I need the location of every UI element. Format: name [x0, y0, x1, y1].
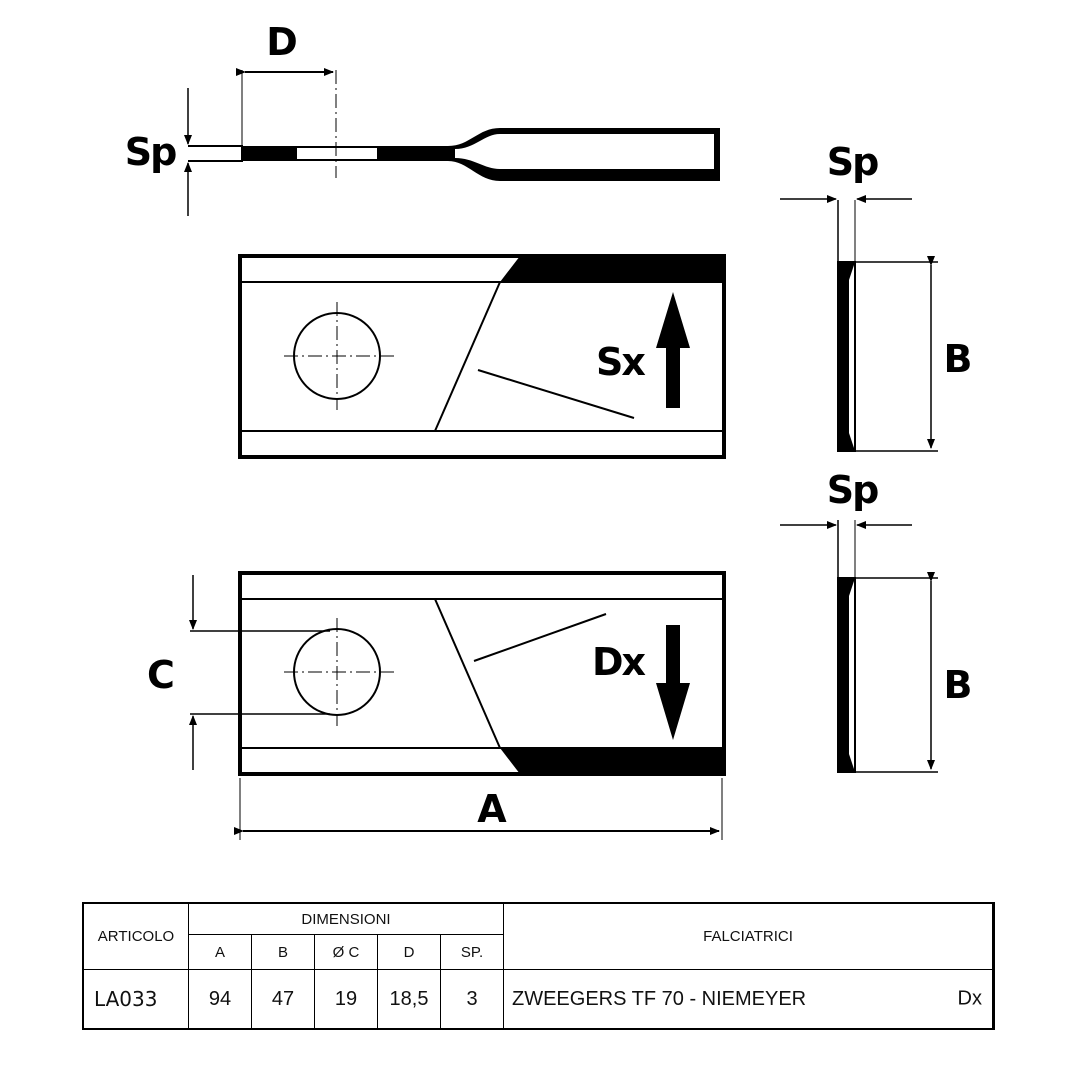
header-mowers: FALCIATRICI	[503, 902, 994, 970]
blade-right-view: Dx	[238, 571, 726, 776]
dimension-sp-top: Sp	[125, 88, 192, 216]
label-b-lower: B	[944, 663, 971, 707]
blade-side-profile	[188, 70, 720, 181]
label-sp-right-upper: Sp	[827, 140, 878, 184]
article-code: LA033	[82, 969, 189, 1030]
dimension-b-lower: B	[927, 572, 973, 770]
arrow-up-icon	[656, 292, 690, 408]
col-header-b: B	[251, 934, 315, 970]
dimension-b-upper: B	[927, 256, 973, 449]
col-header-a: A	[188, 934, 252, 970]
label-d: D	[266, 20, 296, 64]
col-header-c: Ø C	[314, 934, 378, 970]
header-article: ARTICOLO	[82, 902, 189, 970]
label-a: A	[477, 787, 507, 831]
blade-side: Dx	[957, 987, 982, 1010]
edge-view-upper	[837, 200, 938, 452]
label-sp-top: Sp	[125, 130, 176, 174]
col-header-sp: SP.	[440, 934, 504, 970]
arrow-down-icon	[656, 625, 690, 740]
dimension-d-top: D	[236, 20, 334, 76]
table-row: LA033 94 47 19 18,5 3 ZWEEGERS TF 70 - N…	[82, 969, 994, 1030]
blade-left-view: Sx	[238, 254, 726, 459]
dimension-sp-right-lower: Sp	[780, 468, 912, 529]
mower-models-text: ZWEEGERS TF 70 - NIEMEYER	[512, 987, 807, 1010]
label-dx: Dx	[592, 640, 646, 684]
blade-technical-drawing: D Sp Sx Dx C	[125, 20, 973, 840]
edge-view-lower	[837, 520, 938, 773]
dimension-a: A	[234, 778, 723, 840]
spec-table: ARTICOLO DIMENSIONI FALCIATRICI A B Ø C …	[82, 902, 995, 1030]
value-c: 19	[314, 969, 378, 1030]
label-sx: Sx	[596, 340, 645, 384]
label-b-upper: B	[944, 337, 971, 381]
value-a: 94	[188, 969, 252, 1030]
col-header-d: D	[377, 934, 441, 970]
mower-models: ZWEEGERS TF 70 - NIEMEYER Dx	[503, 969, 994, 1030]
dimension-sp-right-upper: Sp	[780, 140, 912, 203]
value-b: 47	[251, 969, 315, 1030]
value-sp: 3	[440, 969, 504, 1030]
header-dimensions: DIMENSIONI	[188, 902, 504, 935]
value-d: 18,5	[377, 969, 441, 1030]
label-c: C	[147, 653, 173, 697]
dimension-c: C	[147, 575, 330, 770]
label-sp-right-lower: Sp	[827, 468, 878, 512]
